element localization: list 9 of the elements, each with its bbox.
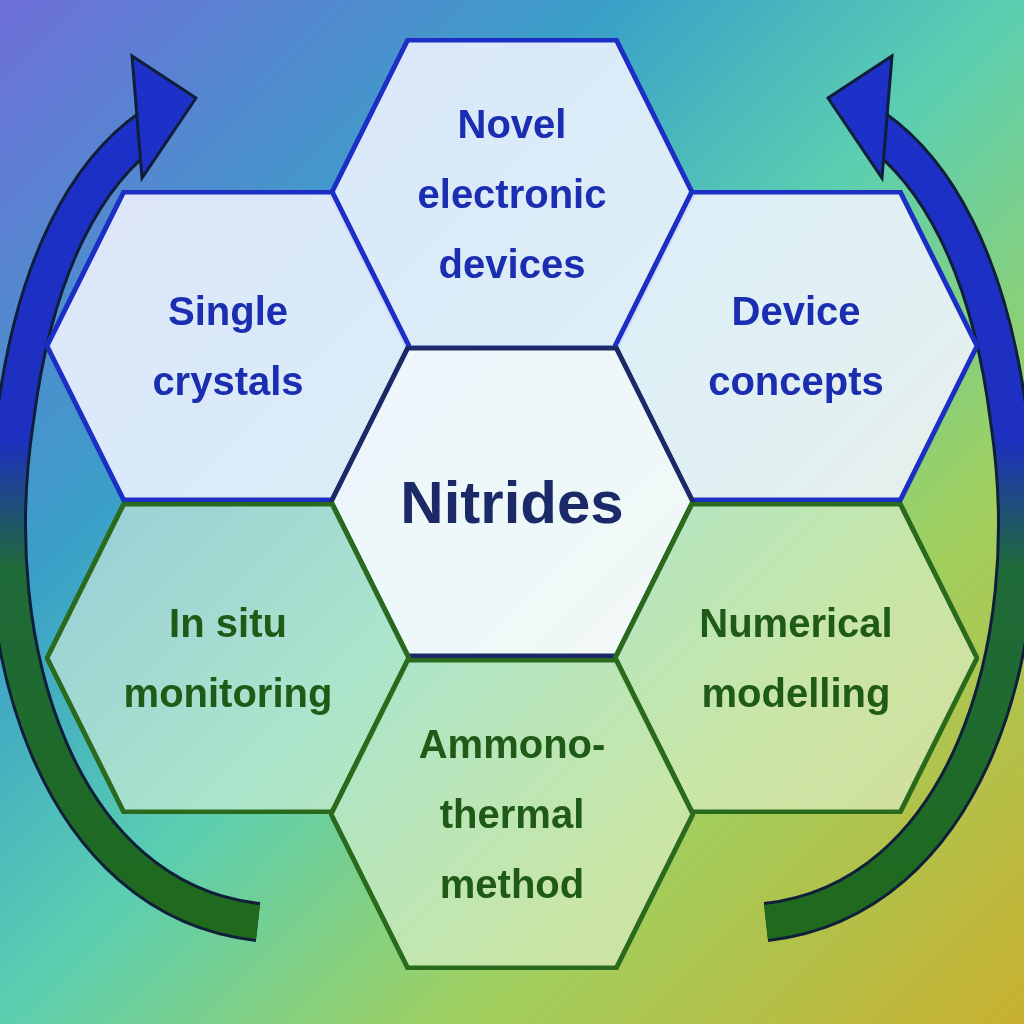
hexagon-label: Nitrides [399, 467, 625, 538]
hexagon-label: Ammono-thermal method [417, 721, 607, 908]
hexagon-label: Single crystals [151, 288, 305, 405]
hexagon-label: Numerical modelling [698, 600, 894, 717]
hexagon [329, 346, 695, 658]
hexagon-label: Novel electronic devices [416, 101, 608, 288]
hexagon [329, 658, 695, 970]
hexagon-label: Device concepts [707, 288, 885, 405]
hexagon-label: In situ monitoring [122, 600, 334, 717]
